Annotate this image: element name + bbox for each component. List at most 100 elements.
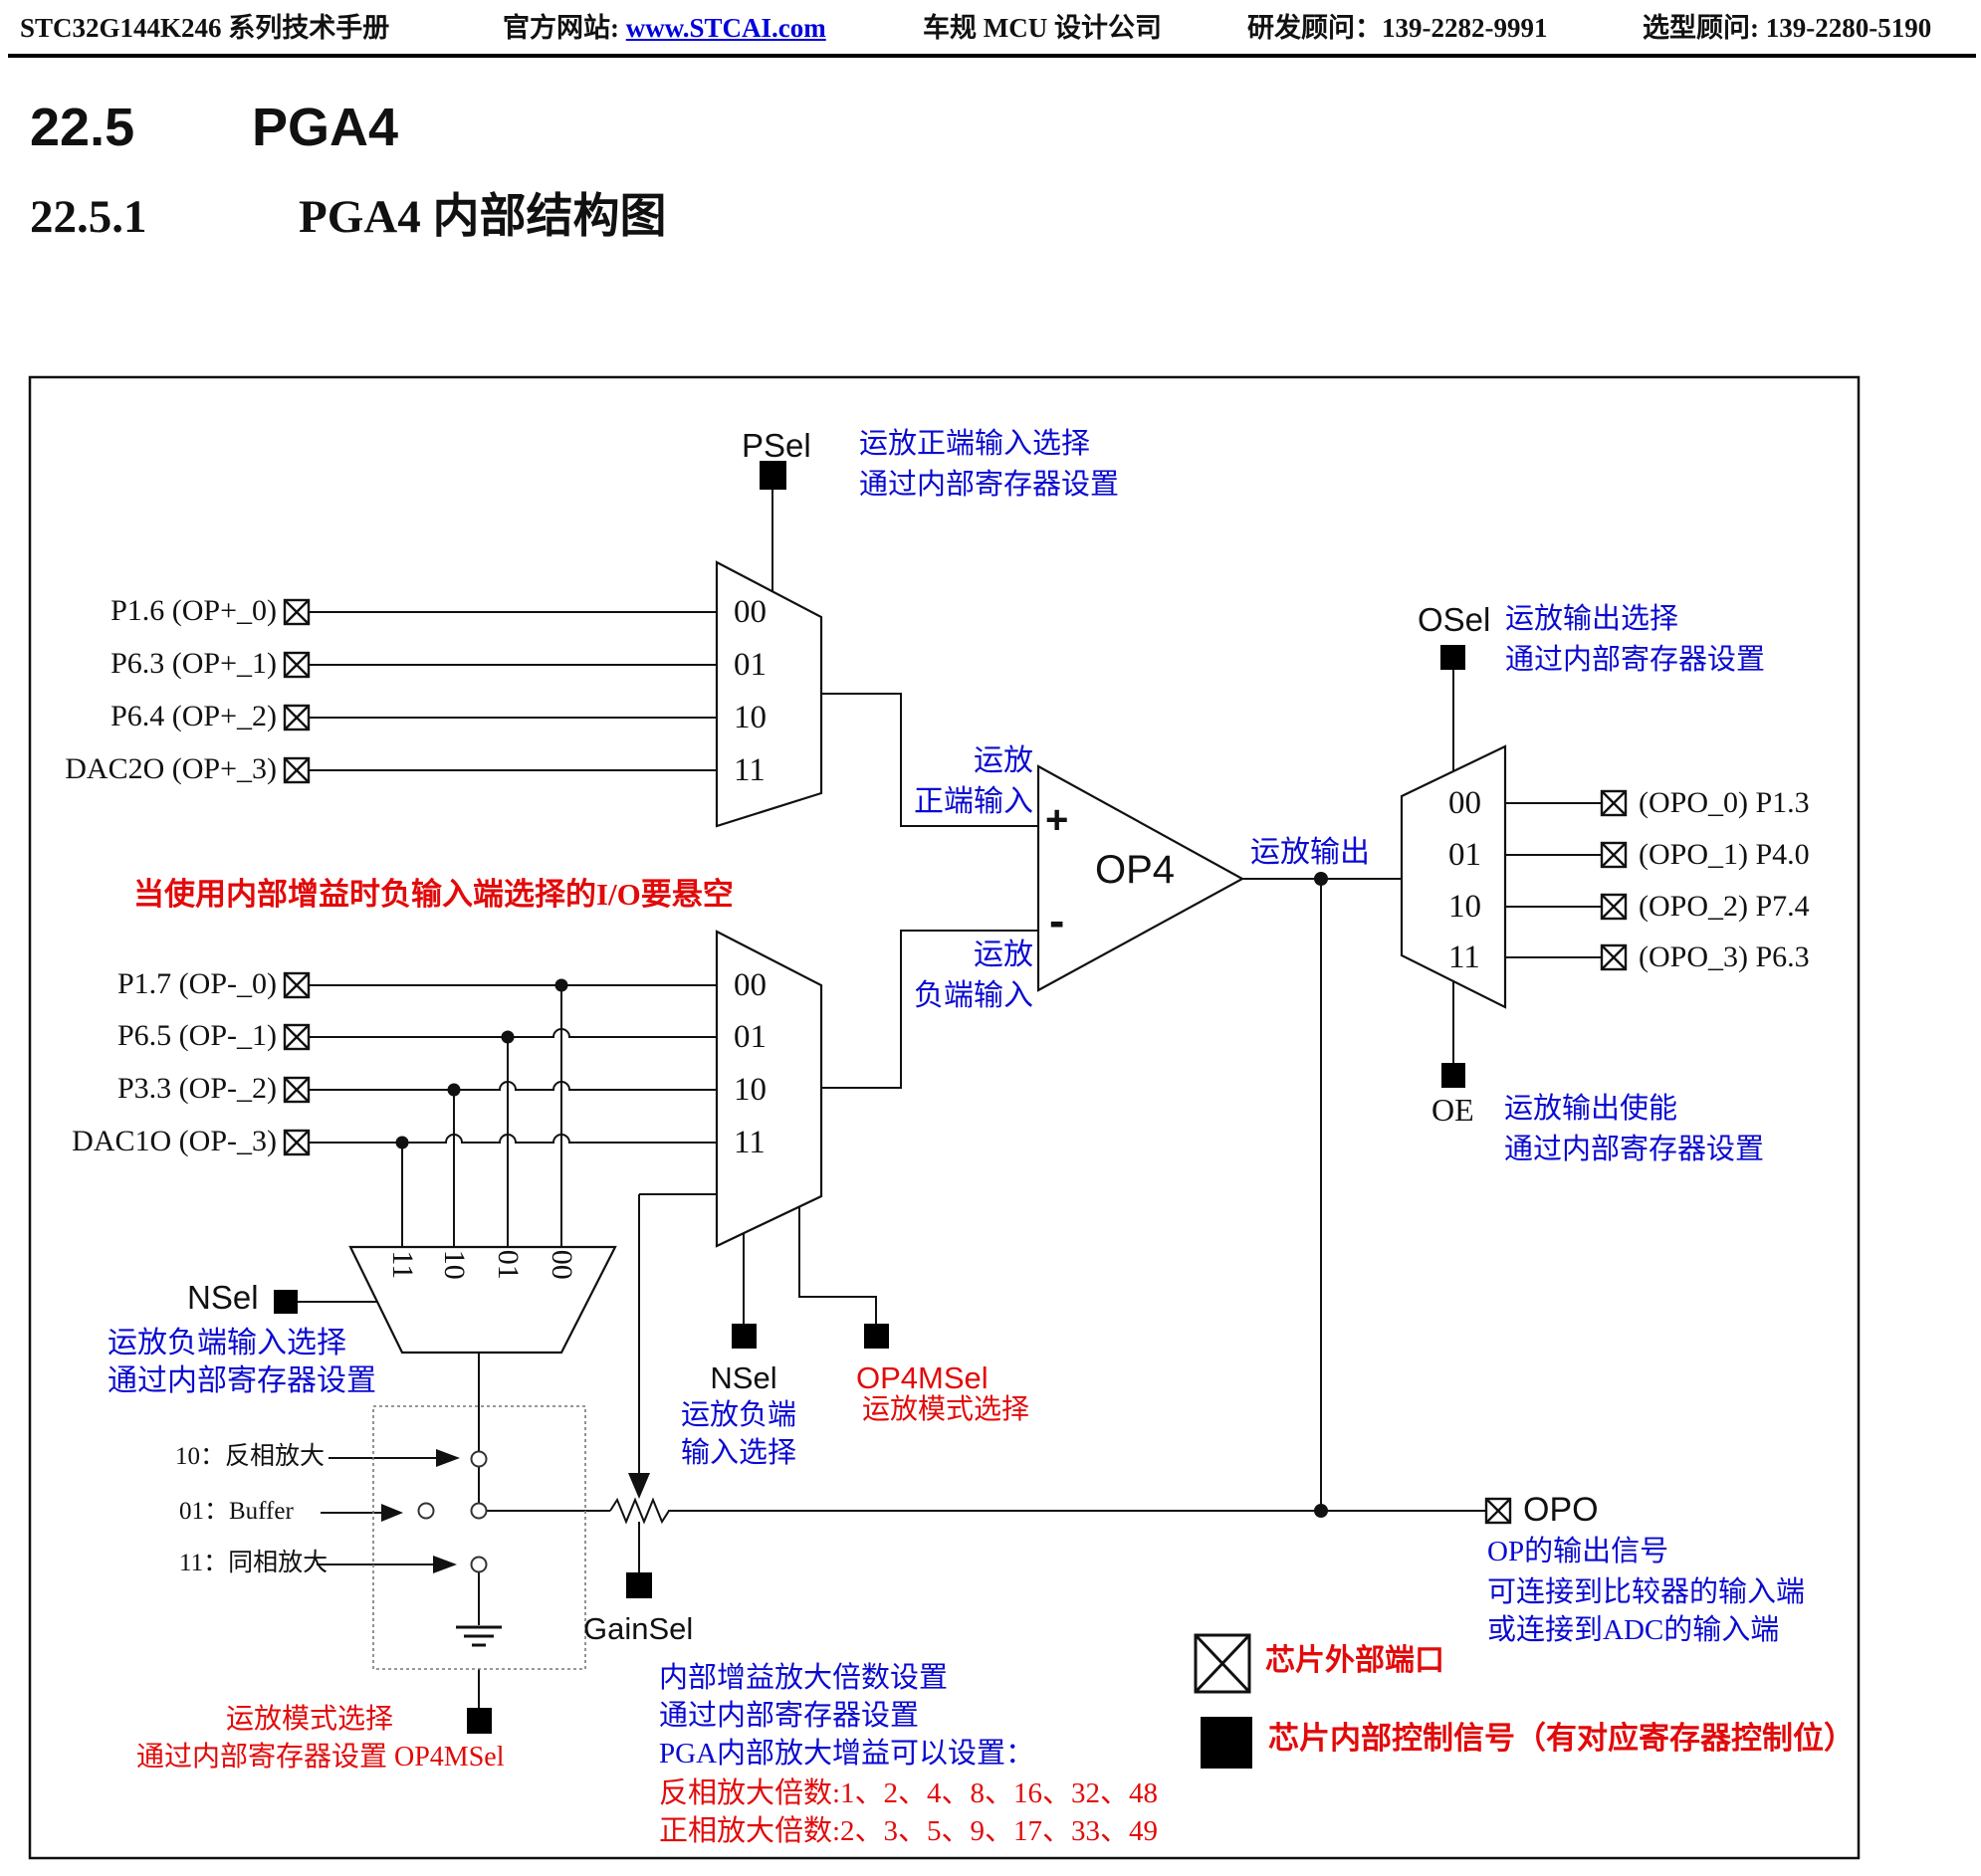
company-name: 车规 MCU 设计公司 <box>923 13 1162 43</box>
neg-flow-1: 运放 <box>974 938 1033 971</box>
opamp-plus: + <box>1045 798 1069 842</box>
switch-contact-buffer <box>417 1502 435 1520</box>
oe-desc-2: 通过内部寄存器设置 <box>1504 1134 1765 1165</box>
nsel-bottom-label: NSel <box>187 1279 259 1316</box>
nsel-bottom-desc-2: 通过内部寄存器设置 <box>108 1364 376 1397</box>
op4msel-mid-label: OP4MSel <box>856 1360 989 1395</box>
subsection-title: PGA4 内部结构图 <box>299 191 667 243</box>
op4msel-mid-stem <box>798 1206 877 1324</box>
switch-label-buffer: 01：Buffer <box>179 1498 294 1525</box>
neg-input-label: DAC1O (OP-_3) <box>72 1125 277 1157</box>
neg-input-label: P6.5 (OP-_1) <box>116 1019 277 1052</box>
legend-external-port-icon <box>1194 1633 1251 1694</box>
website-link[interactable]: www.STCAI.com <box>625 13 826 43</box>
website-line: 官方网站: www.STCAI.com <box>503 13 826 43</box>
nsel-bottom-signal-icon <box>274 1290 298 1314</box>
gain-note-blue-3: PGA内部放大增益可以设置： <box>659 1738 1035 1770</box>
psel-label: PSel <box>742 427 811 464</box>
pos-input-wires <box>309 611 717 771</box>
nsel-mux-code: 00 <box>545 1249 578 1280</box>
gain-note-blue-2: 通过内部寄存器设置 <box>659 1700 920 1732</box>
switch-arrowhead-2 <box>381 1504 403 1522</box>
nsel-mux <box>348 1245 617 1355</box>
neg-input-wires <box>309 984 717 1247</box>
neg-mux-code: 10 <box>734 1072 767 1108</box>
neg-input-label: P3.3 (OP-_2) <box>116 1072 277 1105</box>
external-port-icon <box>283 1023 311 1051</box>
osel-signal-icon <box>1440 645 1465 670</box>
gain-note-red-1: 反相放大倍数:1、2、4、8、16、32、48 <box>659 1777 1159 1809</box>
rd-contact: 研发顾问：139-2282-9991 <box>1247 13 1548 43</box>
switch-label-noninverting: 11：同相放大 <box>179 1550 329 1576</box>
nsel-mid-label: NSel <box>710 1360 777 1395</box>
oe-signal-icon <box>1441 1063 1465 1088</box>
neg-mux-out-wire <box>821 930 1038 1089</box>
pos-input-label: P6.3 (OP+_1) <box>110 647 277 680</box>
mode-bottom-desc-2: 通过内部寄存器设置 OP4MSel <box>136 1742 505 1772</box>
op4msel-bottom-signal-icon <box>467 1708 492 1734</box>
pos-flow-2: 正端输入 <box>914 785 1033 818</box>
legend-internal-signal-icon <box>1201 1717 1252 1769</box>
gain-note-blue-1: 内部增益放大倍数设置 <box>659 1662 949 1694</box>
section-number: 22.5 <box>30 98 135 157</box>
neg-mux-code: 00 <box>734 967 767 1003</box>
pos-mux-code: 00 <box>734 594 767 630</box>
sel-contact: 选型顾问: 139-2280-5190 <box>1643 13 1932 43</box>
pos-mux-out-wire <box>821 693 1038 827</box>
pos-mux-code: 11 <box>734 752 766 788</box>
diagram-border <box>28 375 1861 1860</box>
nsel-bottom-desc-1: 运放负端输入选择 <box>108 1327 346 1359</box>
opamp-name: OP4 <box>1095 848 1176 892</box>
opo-desc-3: 或连接到ADC的输入端 <box>1487 1614 1780 1646</box>
external-port-icon <box>1600 893 1628 921</box>
gain-note-red-2: 正相放大倍数:2、3、5、9、17、33、49 <box>659 1815 1159 1847</box>
opo-label: OPO <box>1523 1491 1599 1529</box>
oe-desc-1: 运放输出使能 <box>1504 1093 1678 1125</box>
header-rule <box>8 54 1976 58</box>
neg-mux-code: 01 <box>734 1019 767 1055</box>
output-port-label: (OPO_3) P6.3 <box>1639 940 1810 973</box>
pos-mux-code: 01 <box>734 647 767 683</box>
gainsel-label: GainSel <box>583 1611 694 1646</box>
nsel-mid-desc-1: 运放负端 <box>681 1399 797 1431</box>
output-mux <box>1400 744 1507 1009</box>
mode-bottom-desc-1: 运放模式选择 <box>226 1704 394 1735</box>
external-port-icon <box>283 1076 311 1104</box>
gain-resistor <box>609 1497 670 1525</box>
opo-desc-2: 可连接到比较器的输入端 <box>1487 1576 1806 1608</box>
neg-input-label: P1.7 (OP-_0) <box>116 967 277 1000</box>
opamp-minus: - <box>1049 895 1065 946</box>
external-port-icon <box>1600 841 1628 869</box>
output-port-label: (OPO_2) P7.4 <box>1639 890 1810 923</box>
external-port-icon <box>1484 1497 1512 1525</box>
section-title: PGA4 <box>252 98 399 157</box>
nsel-mux-code: 10 <box>437 1249 471 1280</box>
out-mux-code: 10 <box>1448 889 1481 925</box>
nsel-mux-code: 01 <box>491 1249 525 1280</box>
warning-text: 当使用内部增益时负输入端选择的I/O要悬空 <box>133 877 734 912</box>
osel-desc-2: 通过内部寄存器设置 <box>1505 644 1766 676</box>
switch-contact-noninverting <box>470 1556 488 1573</box>
mode-switch-box <box>372 1405 586 1670</box>
pos-input-label: P6.4 (OP+_2) <box>110 700 277 732</box>
psel-signal-icon <box>760 461 786 490</box>
nsel-mux-code: 11 <box>385 1250 419 1280</box>
ground-icon <box>456 1625 502 1647</box>
external-port-icon <box>283 971 311 999</box>
external-port-icon <box>283 704 311 731</box>
neg-flow-2: 负端输入 <box>914 979 1033 1012</box>
pos-input-label: P1.6 (OP+_0) <box>110 594 277 627</box>
neg-mux <box>715 930 823 1248</box>
switch-contact-inverting <box>470 1450 488 1468</box>
output-wires <box>1505 802 1602 958</box>
output-port-label: (OPO_0) P1.3 <box>1639 786 1810 819</box>
switch-arrowhead-3 <box>433 1556 457 1573</box>
switch-label-inverting: 10：反相放大 <box>175 1443 326 1470</box>
out-mux-code: 00 <box>1448 785 1481 821</box>
gainsel-signal-icon <box>626 1572 652 1598</box>
legend-external-label: 芯片外部端口 <box>1265 1644 1444 1677</box>
manual-title: STC32G144K246 系列技术手册 <box>20 13 390 43</box>
switch-arrowhead-1 <box>436 1449 460 1467</box>
op4msel-mid-desc: 运放模式选择 <box>862 1394 1030 1425</box>
